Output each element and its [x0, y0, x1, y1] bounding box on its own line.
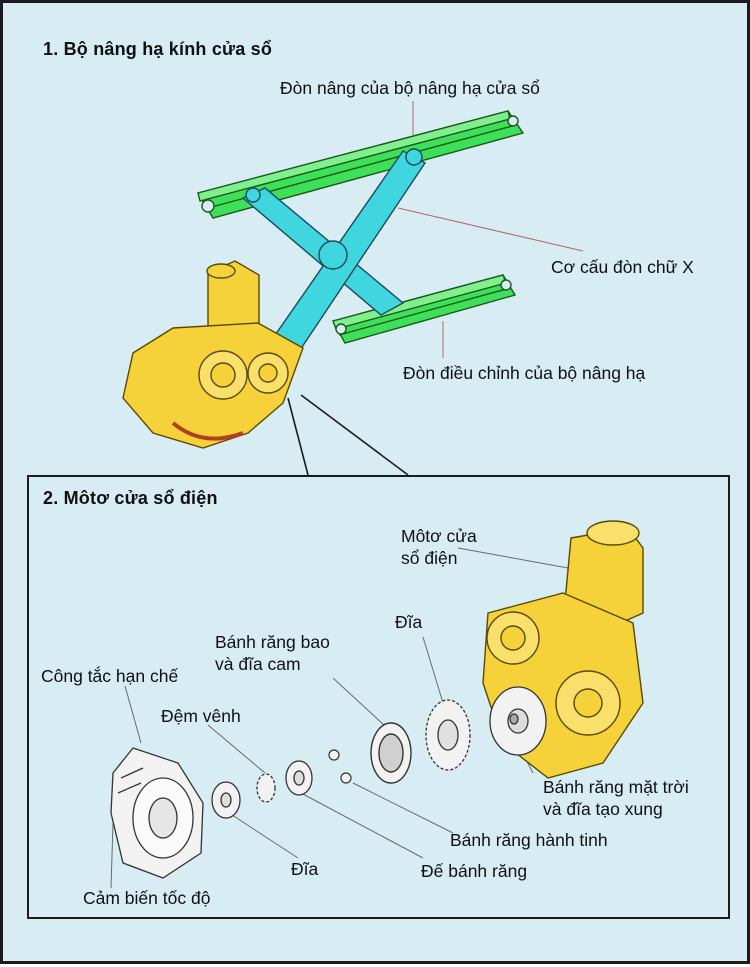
ring-gear: [370, 722, 412, 784]
label-sun-gear: Bánh răng mặt trời và đĩa tạo xung: [543, 776, 689, 820]
label-lift-arm: Đòn nâng của bộ nâng hạ cửa sổ: [280, 78, 540, 98]
label-adjust-arm: Đòn điều chỉnh của bộ nâng hạ: [403, 363, 646, 383]
spring-washer: [256, 773, 276, 803]
label-ring-gear: Bánh răng bao và đĩa cam: [215, 631, 330, 675]
zoom-connector-lines: [287, 394, 409, 476]
adjust-arm: [331, 274, 517, 344]
section1-leader-lines: [397, 101, 584, 358]
label-limit-switch: Công tắc hạn chế: [41, 666, 179, 686]
label-motor: Môtơ cửa sổ điện: [401, 525, 477, 569]
sun-gear-disc: [489, 686, 547, 756]
lift-arm: [196, 110, 525, 219]
label-speed-sensor: Cảm biến tốc độ: [83, 888, 211, 908]
speed-sensor-housing: [110, 747, 204, 879]
planet-gears: [328, 749, 352, 784]
label-washer: Đệm vênh: [161, 706, 241, 726]
label-ring-gear-line1: Bánh răng bao: [215, 632, 330, 652]
label-disc-bottom: Đĩa: [291, 859, 319, 879]
motor-detail-box: [27, 475, 730, 919]
label-planet-gear: Bánh răng hành tinh: [450, 830, 608, 850]
label-gear-seat: Đế bánh răng: [421, 861, 528, 881]
label-sun-gear-line2: và đĩa tạo xung: [543, 799, 663, 819]
label-sun-gear-line1: Bánh răng mặt trời: [543, 777, 689, 797]
label-ring-gear-line2: và đĩa cam: [215, 654, 301, 674]
regulator-motor: [122, 260, 304, 449]
gear-seat: [285, 760, 313, 796]
label-motor-line2: sổ điện: [401, 548, 458, 568]
section2-title: 2. Môtơ cửa sổ điện: [43, 488, 218, 508]
toothed-disc: [425, 699, 471, 771]
label-motor-line1: Môtơ cửa: [401, 526, 477, 546]
diagram-artwork: [110, 101, 644, 889]
section2-leader-lines: [110, 547, 569, 889]
section1-title: 1. Bộ nâng hạ kính cửa sổ: [43, 39, 273, 59]
label-x-arm: Cơ cấu đòn chữ X: [551, 257, 694, 277]
label-disc-top: Đĩa: [395, 612, 423, 632]
plain-disc: [211, 781, 241, 819]
